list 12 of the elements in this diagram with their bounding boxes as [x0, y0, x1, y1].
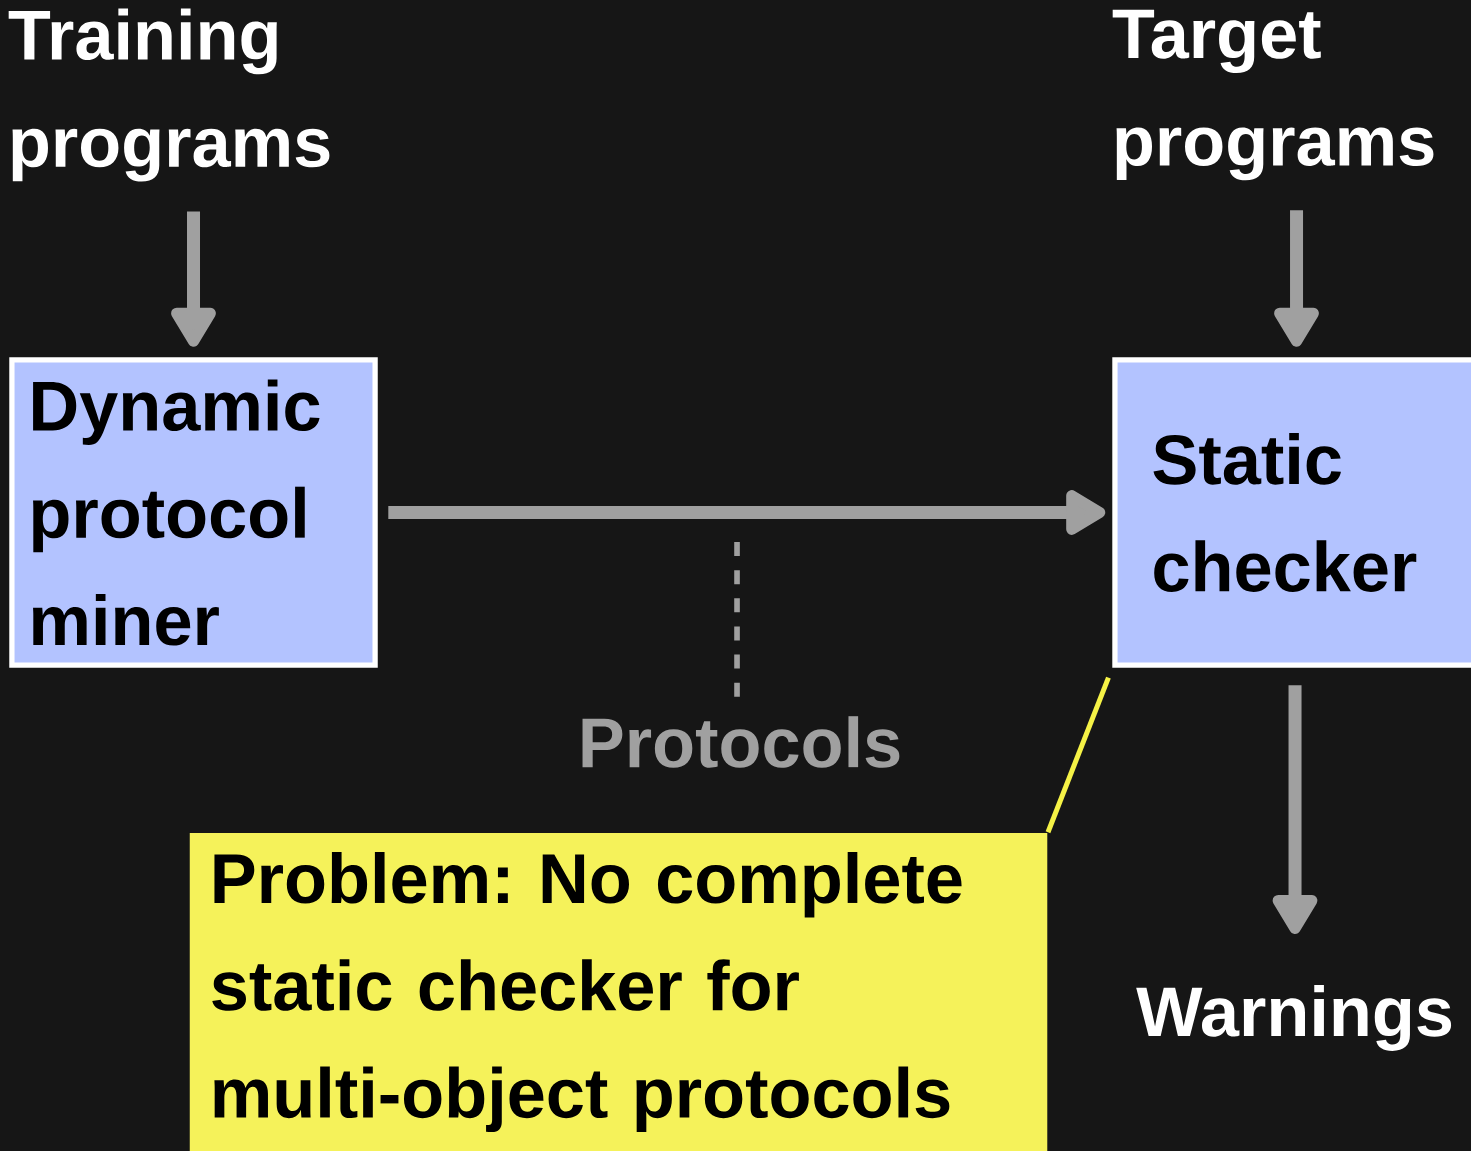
process-box: Dynamic protocol miner	[9, 357, 378, 668]
process-box: Static checker	[1112, 357, 1471, 668]
arrow	[1274, 210, 1319, 347]
text-label: Protocols	[582, 716, 900, 768]
callout-box: Problem: No complete static checker for multi-object protocols	[189, 832, 1048, 1151]
arrow	[1272, 685, 1318, 934]
arrow	[388, 490, 1106, 535]
leader-line	[1045, 676, 1111, 834]
text-label: Training programs	[8, 8, 330, 182]
arrow	[171, 211, 216, 347]
text-label: Target programs	[1112, 9, 1434, 181]
text-label: Warnings	[1136, 985, 1452, 1051]
